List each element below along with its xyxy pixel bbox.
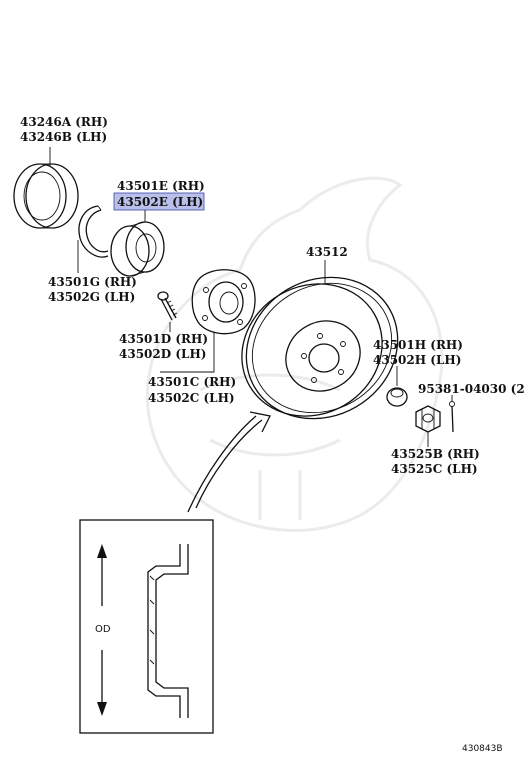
brake-disc	[241, 276, 399, 420]
label-od: OD	[95, 624, 111, 635]
snap-ring	[78, 205, 109, 258]
watermark	[145, 176, 444, 532]
label-43501d[interactable]: 43501D (RH)	[119, 332, 208, 346]
label-43525c[interactable]: 43525C (LH)	[391, 462, 478, 476]
callout-arrow	[195, 419, 263, 509]
highlight-43502e	[113, 192, 205, 211]
label-43501g[interactable]: 43501G (RH)	[48, 275, 137, 289]
label-43501e[interactable]: 43501E (RH)	[117, 179, 205, 193]
flange-nut	[386, 387, 408, 407]
label-43501h[interactable]: 43501H (RH)	[373, 338, 463, 352]
hub-bearing	[110, 221, 165, 277]
detail-inset	[79, 519, 214, 734]
label-43525b[interactable]: 43525B (RH)	[391, 447, 480, 461]
label-43512[interactable]: 43512	[306, 245, 348, 259]
label-95381[interactable]: 95381-04030 (2)	[418, 382, 525, 396]
label-43502d[interactable]: 43502D (LH)	[119, 347, 206, 361]
callout-arrow-head	[249, 411, 271, 433]
cotter-pin	[449, 401, 455, 433]
lock-nut	[415, 405, 441, 433]
label-43502g[interactable]: 43502G (LH)	[48, 290, 135, 304]
label-43501c[interactable]: 43501C (RH)	[148, 375, 236, 389]
axle-hub	[191, 269, 256, 335]
label-43502c[interactable]: 43502C (LH)	[148, 391, 235, 405]
hub-bolt	[157, 291, 178, 321]
label-43502h[interactable]: 43502H (LH)	[373, 353, 461, 367]
label-43246b[interactable]: 43246B (LH)	[20, 130, 107, 144]
disc-section-profile	[147, 544, 189, 718]
od-dimension-arrow	[97, 544, 107, 716]
figure-code: 430843B	[462, 744, 503, 754]
label-43502e[interactable]: 43502E (LH)	[117, 195, 203, 209]
label-43246a[interactable]: 43246A (RH)	[20, 115, 108, 129]
leader-43501c	[160, 332, 215, 373]
hub-bearing-cover	[13, 163, 79, 229]
